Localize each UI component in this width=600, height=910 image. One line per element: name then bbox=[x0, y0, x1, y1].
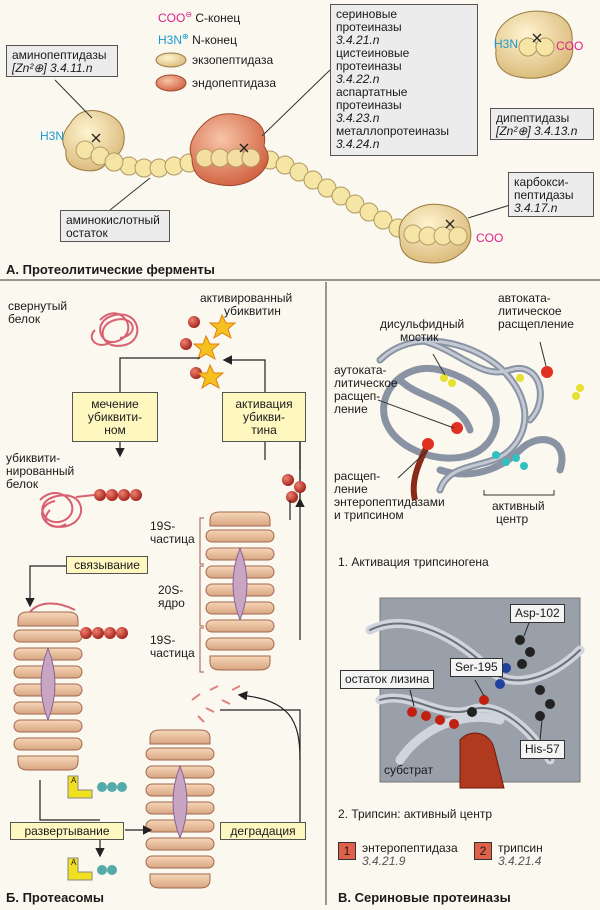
free-ubiquitin bbox=[282, 474, 306, 503]
degradation-box: деградация bbox=[220, 822, 306, 840]
atp-label: A bbox=[71, 776, 77, 785]
enzyme-legend-2: 2 bbox=[474, 842, 492, 860]
proteasome-free bbox=[205, 511, 275, 671]
proteasome-degrading bbox=[145, 729, 215, 889]
aminopeptidase-n-term: H3N bbox=[40, 129, 65, 143]
section-a-title: А. Протеолитические ферменты bbox=[6, 262, 215, 277]
disulfide-bridges bbox=[440, 374, 584, 400]
binding-box: связывание bbox=[66, 556, 148, 574]
scissors-icon bbox=[91, 33, 542, 229]
caption-trypsinogen: 1. Активация трипсиногена bbox=[338, 555, 489, 569]
aminopeptidase-box: аминопептидазы [Zn²⊕] 3.4.11.n bbox=[6, 45, 118, 77]
legend-n-term: H3N⊕ N-конец bbox=[158, 32, 237, 47]
carboxypeptidase-box: карбокси- пептидазы 3.4.17.n bbox=[508, 172, 594, 217]
19s-particle-top-label: 19S-частица bbox=[150, 519, 195, 546]
lysine-label: остаток лизина bbox=[340, 670, 435, 689]
lysine-residue bbox=[407, 707, 459, 729]
enzyme-legend-1: 1 bbox=[338, 842, 356, 860]
dipeptidase-n-term: H3N bbox=[494, 37, 519, 51]
atp-symbol bbox=[67, 775, 127, 881]
substrate-shape bbox=[459, 732, 505, 789]
cleavage-sites bbox=[422, 366, 553, 450]
caption-trypsin-active-center: 2. Трипсин: активный центр bbox=[338, 807, 493, 821]
badge-2: 2 bbox=[474, 842, 492, 860]
ser-label: Ser-195 bbox=[450, 658, 503, 677]
19s-particle-bottom-label: 19S-частица bbox=[150, 633, 195, 660]
proteasome-bound bbox=[13, 611, 83, 771]
legend-exo-shape bbox=[155, 52, 187, 68]
atp-label-2: A bbox=[71, 858, 77, 867]
legend-c-term: COO⊖ С-конец bbox=[158, 10, 241, 25]
unfolding-box: развертывание bbox=[10, 822, 124, 840]
legend-exo: экзопептидаза bbox=[192, 53, 274, 67]
active-site-residues bbox=[492, 451, 528, 470]
folded-protein-icon bbox=[90, 312, 139, 347]
legend-endo-shape bbox=[155, 74, 187, 92]
substrate-label: субстрат bbox=[384, 763, 433, 777]
residue-box: аминокислотный остаток bbox=[60, 210, 170, 242]
dipeptidase-c-term: COO bbox=[556, 39, 584, 53]
carboxypeptidase-c-term: COO bbox=[476, 231, 504, 245]
endopeptidase-classes-box: сериновые протеиназы 3.4.21.n цистеиновы… bbox=[330, 4, 478, 156]
his-label: His-57 bbox=[520, 740, 565, 759]
badge-1: 1 bbox=[338, 842, 356, 860]
ubiquitinated-protein-icon bbox=[39, 492, 83, 528]
dipeptidase-box: дипептидазы [Zn²⊕] 3.4.13.n bbox=[490, 108, 594, 140]
legend-endo: эндопептидаза bbox=[192, 76, 277, 90]
catalytic-triad bbox=[467, 635, 555, 721]
asp-label: Asp-102 bbox=[510, 604, 565, 623]
section-v-title: В. Сериновые протеиназы bbox=[338, 890, 511, 905]
peptide-fragments bbox=[191, 685, 241, 723]
endopeptidase-enzyme bbox=[189, 113, 269, 187]
section-b-title: Б. Протеасомы bbox=[6, 890, 105, 905]
20s-core-label: 20S-ядро bbox=[158, 583, 185, 610]
activated-ubiquitin bbox=[180, 313, 237, 390]
